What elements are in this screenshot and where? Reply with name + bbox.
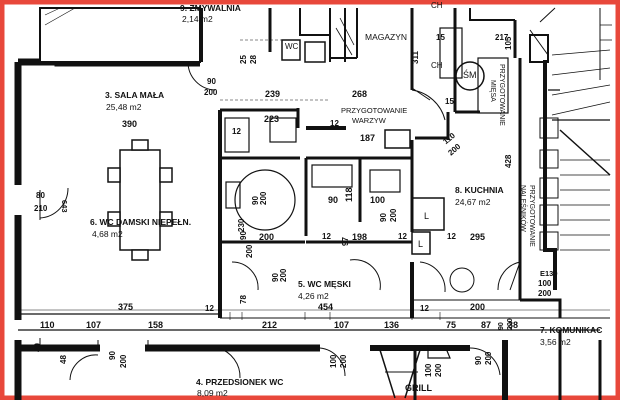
dim-12-f: 12 (420, 304, 429, 313)
room-area-sala-mala: 25,48 m2 (106, 102, 142, 112)
dim-12-a: 12 (232, 127, 241, 136)
room-area-wc-meski: 4,26 m2 (298, 291, 329, 301)
room-area-kuchnia: 24,67 m2 (455, 197, 491, 207)
dim-158: 158 (148, 320, 164, 330)
room-name-przygotowanie-miesa-2: MIĘSA (489, 80, 496, 102)
dim-15-b: 15 (445, 97, 454, 106)
room-name-komunikacja: 7. KOMUNIKAC (540, 325, 603, 335)
dim-48: 48 (59, 355, 68, 364)
dim-239: 239 (265, 89, 281, 99)
room-name-wc-damski: 6. WC DAMSKI NIEPEŁN. (90, 217, 192, 227)
dim-107-b: 107 (334, 320, 350, 330)
dim-212: 212 (262, 320, 278, 330)
room-area-przedsionek: 8,09 m2 (197, 388, 228, 398)
dim-223: 223 (264, 114, 280, 124)
dim-268: 268 (352, 89, 368, 99)
door-90-200-f-w: 90 (474, 356, 483, 365)
door-100-200-c-h: 200 (538, 289, 552, 298)
room-name-wc-meski: 5. WC MĘSKI (298, 279, 351, 289)
dim-200-b: 200 (470, 302, 486, 312)
room-area-zmywalnia: 2,14 m2 (182, 14, 213, 24)
room-area-wc-damski: 4,68 m2 (92, 229, 123, 239)
dim-118: 118 (344, 187, 354, 202)
dim-295: 295 (470, 232, 486, 242)
dim-198: 198 (352, 232, 368, 242)
table-with-chairs (107, 139, 173, 261)
room-name-przedsionek: 4. PRZEDSIONEK WC (196, 377, 284, 387)
walls (14, 7, 612, 400)
dim-105: 105 (504, 36, 513, 50)
dim-15: 15 (436, 33, 445, 42)
dim-136: 136 (384, 320, 400, 330)
dim-97: 97 (341, 237, 350, 246)
door-100-200-a-w: 100 (329, 354, 338, 368)
dim-12-g: 12 (447, 232, 456, 241)
door-90-200-g-h: 200 (507, 318, 514, 330)
dim-311: 311 (411, 51, 420, 64)
room-name-magazyn: MAGAZYN (365, 32, 408, 42)
door-90-200-a-w: 90 (207, 77, 216, 86)
dim-75: 75 (446, 320, 457, 330)
dim-200-a: 200 (259, 232, 275, 242)
l-symbol-2: L (418, 239, 424, 249)
ch-symbol-top: CH (431, 1, 443, 10)
dim-217: 217 (495, 33, 509, 42)
room-name-przygotowanie-warzyw-2: WARZYW (352, 116, 386, 125)
ch-symbol-mid: CH (431, 61, 443, 70)
grill-label: GRILL (405, 383, 432, 393)
door-100-200-c-w: 100 (538, 279, 552, 288)
dim-187: 187 (360, 133, 376, 143)
dim-87: 87 (481, 320, 492, 330)
dim-40: 40 (33, 343, 42, 352)
door-90-200-b-w: 90 (239, 231, 248, 240)
door-90-200-f-h: 200 (484, 351, 493, 365)
dim-428: 428 (504, 154, 513, 168)
sm-symbol: ŚM (463, 70, 477, 80)
dim-643: 643 (60, 200, 69, 213)
dim-390: 390 (122, 119, 138, 129)
room-area-komunikacja: 3,56 m2 (540, 337, 571, 347)
door-100-200-a-h: 200 (339, 354, 348, 368)
door-90-200-d-w: 90 (379, 213, 388, 222)
room-name-przygotowanie-warzyw: PRZYGOTOWANIE (341, 106, 408, 115)
room-name-sala-mala: 3. SALA MAŁA (105, 90, 165, 100)
dim-12-d: 12 (322, 232, 331, 241)
dim-110: 110 (40, 320, 55, 330)
dim-12-c: 12 (398, 232, 407, 241)
dim-210: 210 (34, 204, 48, 213)
door-100-200-b-h: 200 (434, 363, 443, 377)
dim-375: 375 (118, 302, 134, 312)
dim-28: 28 (249, 55, 258, 64)
dim-25: 25 (239, 55, 248, 64)
label-e130: E130 (540, 269, 558, 278)
door-90-200-e-h: 200 (119, 354, 128, 368)
door-90-200-c-h: 200 (279, 268, 288, 282)
door-90-200-e-w: 90 (108, 351, 117, 360)
wc-symbol: WC (285, 42, 299, 51)
dim-90-a: 90 (328, 195, 339, 205)
room-name-zmywalnia: 9. ZMYWALNIA (180, 3, 241, 13)
dim-100-a: 100 (370, 195, 386, 205)
door-90-200-a-h: 200 (204, 88, 218, 97)
dim-230: 230 (237, 218, 246, 232)
dim-12-b: 12 (330, 119, 339, 128)
room-name-przygotowanie-nalesnikow-2: NALEŚNIKÓW (519, 185, 526, 232)
room-name-przygotowanie-nalesnikow: PRZYGOTOWANIE (528, 185, 535, 247)
l-symbol-1: L (424, 211, 430, 221)
dim-78: 78 (239, 295, 248, 304)
dim-454: 454 (318, 302, 334, 312)
door-90-200-h-h: 200 (259, 191, 268, 205)
room-name-kuchnia: 8. KUCHNIA (455, 185, 504, 195)
room-name-przygotowanie-miesa: PRZYGOTOWANIE (498, 64, 505, 126)
door-90-200-d-h: 200 (389, 208, 398, 222)
dim-80: 80 (36, 191, 45, 200)
dim-12-e: 12 (205, 304, 214, 313)
door-100-200-b-w: 100 (424, 363, 433, 377)
door-90-200-g-w: 90 (498, 322, 505, 330)
dim-107-a: 107 (86, 320, 102, 330)
dim-38: 38 (508, 320, 519, 330)
door-90-200-b-h: 200 (245, 244, 254, 258)
